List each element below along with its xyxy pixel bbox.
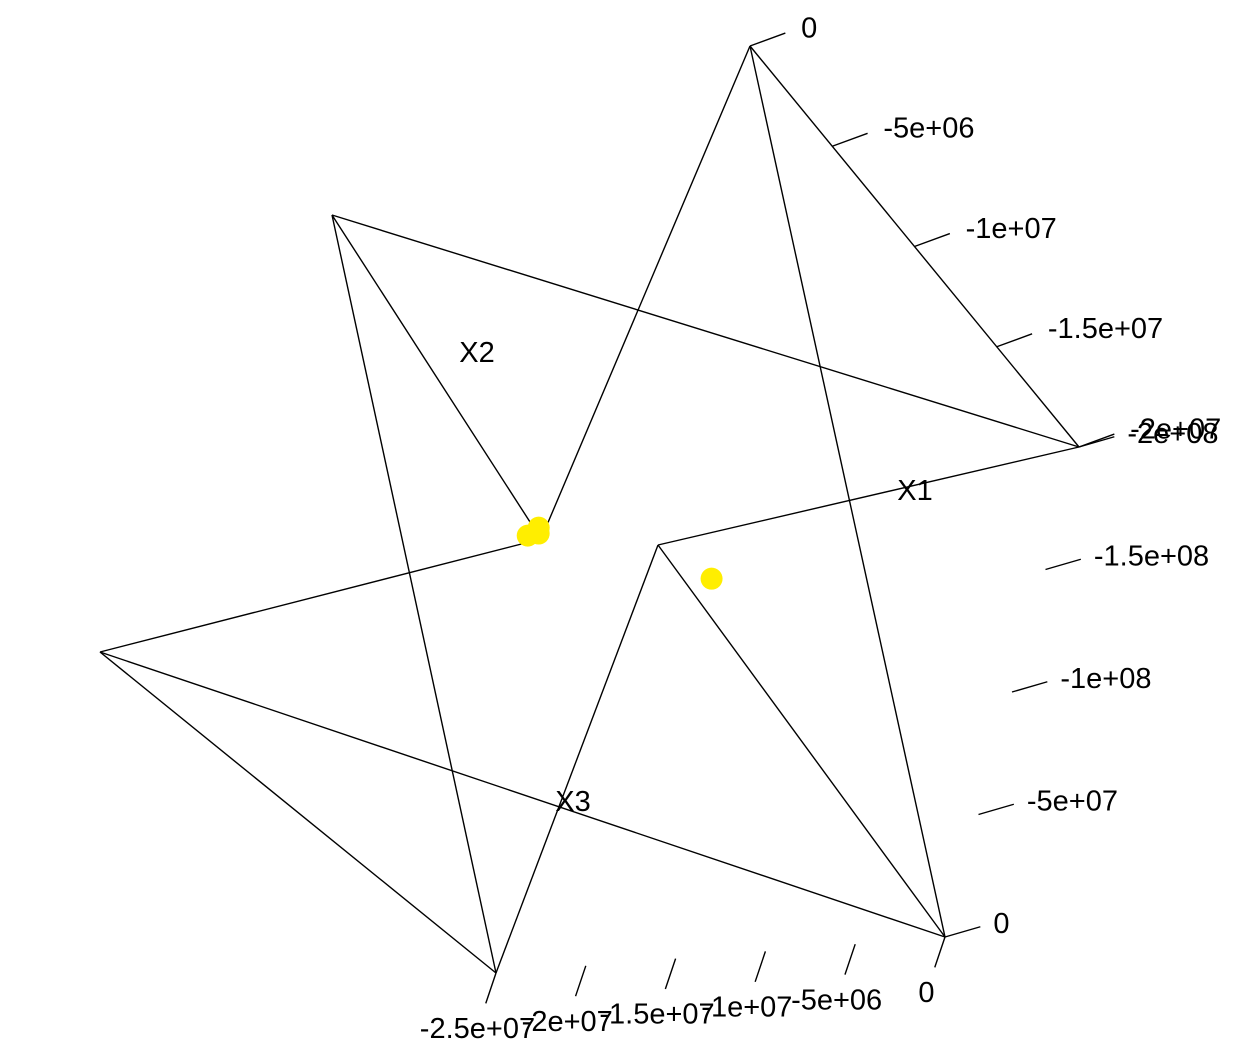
x3-tick (754, 951, 767, 983)
x1-tick (1011, 681, 1048, 693)
x3-tick (485, 972, 497, 1004)
x3-tick (934, 936, 946, 968)
data-point (700, 567, 723, 590)
box-edge (749, 45, 946, 938)
x2-tick-label: -5e+06 (883, 113, 974, 145)
x3-tick-label: 0 (918, 977, 934, 1009)
box-edge (540, 45, 751, 540)
x2-tick-label: 0 (801, 12, 817, 44)
box-edge (99, 651, 497, 974)
x2-tick (749, 32, 786, 47)
box-edge (99, 538, 542, 653)
x1-tick (944, 926, 981, 938)
x1-tick-label: -1e+08 (1060, 663, 1151, 695)
x3-tick (664, 958, 677, 990)
box-edge (331, 214, 1080, 448)
x1-tick (978, 803, 1015, 816)
data-point (527, 522, 550, 545)
x3-tick (574, 965, 587, 997)
x2-tick (832, 132, 868, 147)
x2-axis-label: X2 (459, 337, 494, 369)
x2-tick (914, 232, 951, 248)
x2-tick (996, 333, 1033, 348)
x3-tick-label: -1e+07 (701, 992, 792, 1024)
bounding-box (99, 45, 1080, 974)
x1-tick (1045, 558, 1082, 571)
box-edge (99, 651, 946, 938)
box-edge (331, 214, 497, 974)
x1-tick-label: 0 (993, 908, 1009, 940)
x3-tick (844, 943, 856, 975)
x3-tick-label: -2.5e+07 (420, 1013, 535, 1045)
box-edge (331, 214, 542, 540)
axis-ticks: 0-5e+07-1e+08-1.5e+08-2e+080-5e+06-1e+07… (420, 12, 1221, 1045)
x3-tick-label: -1.5e+07 (599, 999, 714, 1031)
x2-tick-label: -2e+07 (1130, 413, 1221, 445)
x1-tick-label: -5e+07 (1027, 785, 1118, 817)
x1-tick-label: -2e+08 (1127, 418, 1218, 450)
x1-axis-label: X1 (897, 475, 932, 507)
x3-axis-label: X3 (555, 786, 590, 818)
box-edge (495, 544, 659, 974)
x3-tick-label: -2e+07 (522, 1006, 613, 1038)
x2-tick-label: -1.5e+07 (1048, 313, 1163, 345)
x1-tick-label: -1.5e+08 (1094, 540, 1209, 572)
x2-tick-label: -1e+07 (966, 213, 1057, 245)
x2-tick (1078, 433, 1115, 448)
box-edge (657, 446, 1080, 546)
x3-tick-label: -5e+06 (791, 984, 882, 1016)
box-edge (657, 544, 946, 938)
data-points (516, 516, 723, 590)
